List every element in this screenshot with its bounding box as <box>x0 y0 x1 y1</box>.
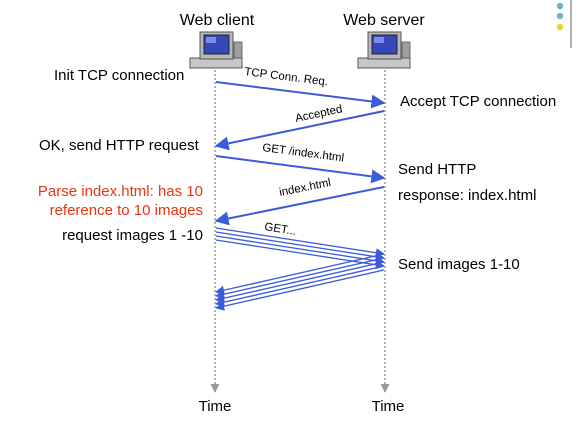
image-response-arrow <box>215 253 385 295</box>
image-request-arrows <box>215 227 385 270</box>
accepted-arrow <box>214 110 385 151</box>
tcp-request-arrow <box>215 81 386 109</box>
send-http-label: Send HTTP <box>398 161 476 178</box>
server-time-label: Time <box>372 398 405 415</box>
get-dots-label: GET... <box>264 221 297 238</box>
image-request-arrow <box>215 227 385 258</box>
index-html-label: index.html <box>278 177 332 199</box>
tcp-request-label: TCP Conn. Req. <box>244 66 329 88</box>
image-request-arrow <box>215 231 385 262</box>
image-request-arrow <box>215 235 385 266</box>
send-images-label: Send images 1-10 <box>398 256 520 273</box>
parse-label-line2: reference to 10 images <box>50 202 203 219</box>
image-response-arrow <box>215 265 385 307</box>
image-response-arrow <box>215 261 385 303</box>
client-header: Web client <box>180 12 255 29</box>
index-html-arrow <box>214 186 385 226</box>
client-time-label: Time <box>199 398 232 415</box>
corner-logo <box>556 0 572 48</box>
init-tcp-label: Init TCP connection <box>54 67 184 84</box>
computer-icon <box>189 31 243 69</box>
request-images-label: request images 1 -10 <box>62 227 203 244</box>
get-index-label: GET /index.html <box>262 142 345 164</box>
parse-label-line1: Parse index.html: has 10 <box>38 183 203 200</box>
image-response-arrow <box>215 269 385 311</box>
image-response-arrows <box>215 253 385 311</box>
image-request-arrow <box>215 239 385 270</box>
accept-tcp-label: Accept TCP connection <box>400 93 556 110</box>
ok-send-label: OK, send HTTP request <box>39 137 200 154</box>
server-header: Web server <box>343 12 425 29</box>
get-index-arrow <box>215 155 386 184</box>
image-response-arrow <box>215 257 385 299</box>
response-label: response: index.html <box>398 187 536 204</box>
computer-icon <box>357 31 411 69</box>
